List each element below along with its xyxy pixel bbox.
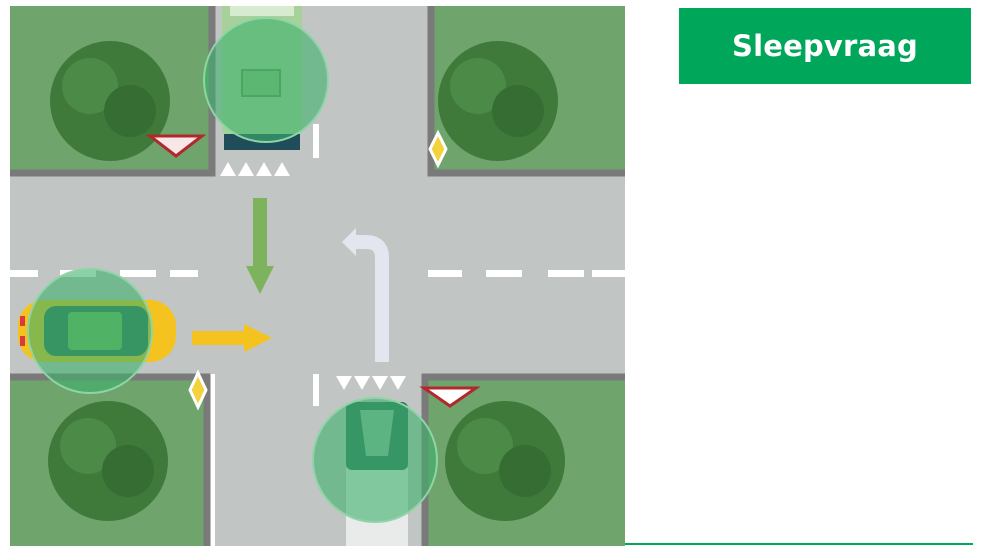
- badge-label: Sleepvraag: [731, 29, 919, 63]
- question-type-badge: Sleepvraag: [679, 8, 971, 84]
- lane-mark-bottom: [313, 374, 319, 406]
- priority-road-sign-icon: [188, 369, 208, 411]
- curb-top-right: [427, 6, 625, 177]
- yield-sign-icon: [145, 134, 207, 158]
- intersection-scene: [10, 0, 625, 551]
- tree-icon: [438, 41, 558, 161]
- divider: [625, 543, 973, 545]
- straight-down-arrow: [246, 198, 274, 294]
- shark-teeth-top: [220, 162, 290, 176]
- tree-icon: [445, 401, 565, 521]
- bus-position-marker[interactable]: [203, 17, 329, 143]
- right-arrow: [192, 324, 272, 352]
- car-position-marker[interactable]: [27, 268, 153, 394]
- yield-sign-icon: [419, 386, 481, 408]
- shark-teeth-bottom: [336, 376, 406, 390]
- priority-road-sign-icon: [428, 129, 448, 169]
- tree-icon: [48, 401, 168, 521]
- left-turn-arrow: [342, 228, 389, 362]
- truck-position-marker[interactable]: [312, 397, 438, 523]
- lane-mark-top: [313, 124, 319, 158]
- tree-icon: [50, 41, 170, 161]
